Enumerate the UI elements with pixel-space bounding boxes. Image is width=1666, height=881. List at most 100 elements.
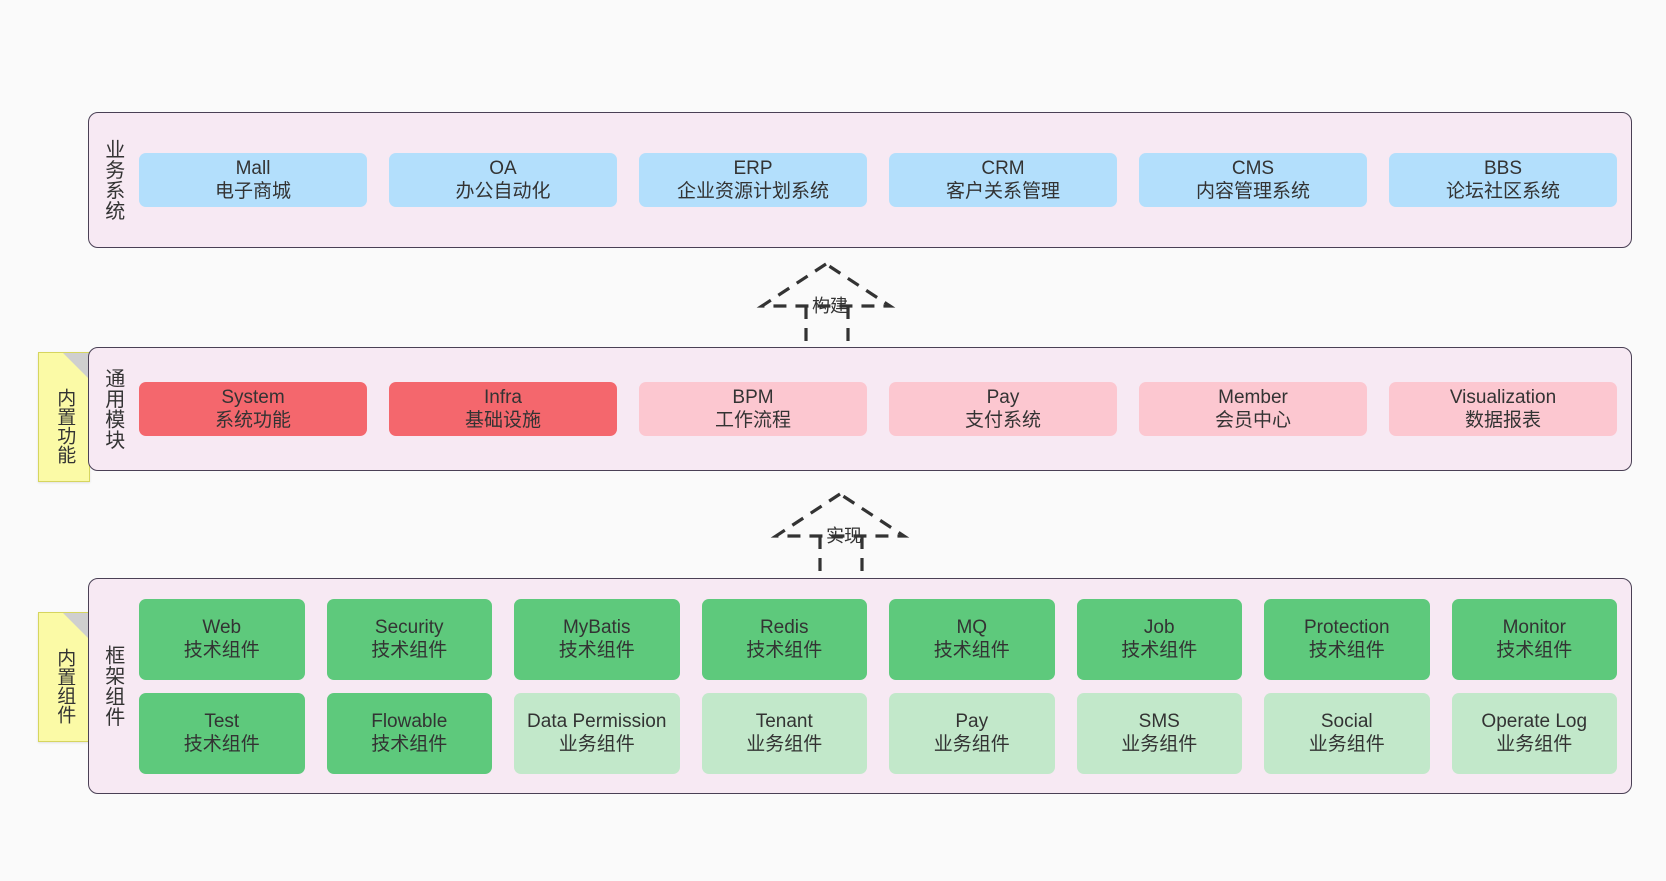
card-title-cn: 业务组件 xyxy=(558,734,635,755)
card-title-cn: 支付系统 xyxy=(964,410,1041,431)
note-fold-corner-icon xyxy=(63,613,89,639)
note-text: 内置组件 xyxy=(54,648,76,724)
card-title-en: System xyxy=(221,386,285,408)
card-infra[interactable]: Infra 基础设施 xyxy=(389,381,617,437)
card-title-cn: 技术组件 xyxy=(183,734,260,755)
card-monitor[interactable]: Monitor 技术组件 xyxy=(1451,598,1617,680)
layer-body-common-modules: System 系统功能 Infra 基础设施 BPM 工作流程 Pay 支付系统… xyxy=(135,348,1631,470)
card-tenant[interactable]: Tenant 业务组件 xyxy=(701,692,867,774)
card-title-en: CMS xyxy=(1231,157,1275,179)
card-title-cn: 业务组件 xyxy=(1121,734,1198,755)
card-title-cn: 电子商城 xyxy=(214,181,291,202)
card-test[interactable]: Test 技术组件 xyxy=(139,692,305,774)
card-title-en: Flowable xyxy=(371,710,448,732)
card-title-en: Mall xyxy=(235,157,271,179)
arrow-stem xyxy=(804,306,850,350)
card-title-en: SMS xyxy=(1138,710,1180,732)
card-web[interactable]: Web 技术组件 xyxy=(139,598,305,680)
card-sms[interactable]: SMS 业务组件 xyxy=(1076,692,1242,774)
card-system[interactable]: System 系统功能 xyxy=(139,381,367,437)
card-title-cn: 系统功能 xyxy=(214,410,291,431)
card-social[interactable]: Social 业务组件 xyxy=(1264,692,1430,774)
card-title-en: ERP xyxy=(733,157,773,179)
card-oa[interactable]: OA 办公自动化 xyxy=(389,152,617,208)
card-visualization[interactable]: Visualization 数据报表 xyxy=(1389,381,1617,437)
card-operate-log[interactable]: Operate Log 业务组件 xyxy=(1451,692,1617,774)
card-member[interactable]: Member 会员中心 xyxy=(1139,381,1367,437)
card-redis[interactable]: Redis 技术组件 xyxy=(701,598,867,680)
card-title-cn: 业务组件 xyxy=(933,734,1010,755)
card-title-cn: 客户关系管理 xyxy=(945,181,1060,202)
card-title-en: Web xyxy=(202,616,242,638)
card-title-en: Job xyxy=(1143,616,1175,638)
card-security[interactable]: Security 技术组件 xyxy=(326,598,492,680)
card-title-cn: 办公自动化 xyxy=(455,181,551,202)
card-crm[interactable]: CRM 客户关系管理 xyxy=(889,152,1117,208)
card-pay-module[interactable]: Pay 支付系统 xyxy=(889,381,1117,437)
card-title-cn: 企业资源计划系统 xyxy=(676,181,829,202)
card-mybatis[interactable]: MyBatis 技术组件 xyxy=(514,598,680,680)
card-title-cn: 技术组件 xyxy=(371,734,448,755)
card-title-en: Visualization xyxy=(1449,386,1557,408)
note-text: 内置功能 xyxy=(54,388,76,464)
card-row: System 系统功能 Infra 基础设施 BPM 工作流程 Pay 支付系统… xyxy=(139,381,1617,437)
card-title-en: MyBatis xyxy=(562,616,631,638)
card-title-cn: 技术组件 xyxy=(183,640,260,661)
card-title-en: Infra xyxy=(483,386,523,408)
card-title-cn: 数据报表 xyxy=(1464,410,1541,431)
card-job[interactable]: Job 技术组件 xyxy=(1076,598,1242,680)
card-bbs[interactable]: BBS 论坛社区系统 xyxy=(1389,152,1617,208)
card-title-en: Social xyxy=(1320,710,1373,732)
card-title-cn: 技术组件 xyxy=(746,640,823,661)
card-title-en: Tenant xyxy=(755,710,813,732)
layer-title-common-modules: 通用模块 xyxy=(101,368,124,450)
arrowhead-triangle xyxy=(756,262,896,308)
card-title-cn: 基础设施 xyxy=(464,410,541,431)
card-title-en: MQ xyxy=(956,616,988,638)
note-built-in-components: 内置组件 xyxy=(38,612,90,742)
card-title-cn: 业务组件 xyxy=(746,734,823,755)
card-title-cn: 内容管理系统 xyxy=(1195,181,1310,202)
card-title-en: Protection xyxy=(1303,616,1390,638)
layer-framework-components: 框架组件 Web 技术组件 Security 技术组件 MyBatis 技术组件… xyxy=(88,578,1632,794)
card-title-cn: 工作流程 xyxy=(714,410,791,431)
card-title-en: BPM xyxy=(732,386,774,408)
layer-body-framework-components: Web 技术组件 Security 技术组件 MyBatis 技术组件 Redi… xyxy=(135,579,1631,793)
layer-common-modules: 通用模块 System 系统功能 Infra 基础设施 BPM 工作流程 Pay… xyxy=(88,347,1632,471)
connector-build: 构建 xyxy=(756,258,906,350)
connector-implement: 实现 xyxy=(770,488,920,580)
connector-implement-label: 实现 xyxy=(826,526,862,546)
card-title-cn: 技术组件 xyxy=(371,640,448,661)
card-title-en: Data Permission xyxy=(527,710,667,732)
card-mq[interactable]: MQ 技术组件 xyxy=(889,598,1055,680)
arrow-stem xyxy=(818,536,864,580)
card-title-en: Redis xyxy=(759,616,809,638)
card-bpm[interactable]: BPM 工作流程 xyxy=(639,381,867,437)
card-flowable[interactable]: Flowable 技术组件 xyxy=(326,692,492,774)
card-title-cn: 技术组件 xyxy=(1308,640,1385,661)
card-title-cn: 技术组件 xyxy=(1496,640,1573,661)
card-row: Mall 电子商城 OA 办公自动化 ERP 企业资源计划系统 CRM 客户关系… xyxy=(139,152,1617,208)
card-protection[interactable]: Protection 技术组件 xyxy=(1264,598,1430,680)
card-title-en: BBS xyxy=(1483,157,1523,179)
layer-business-systems: 业务系统 Mall 电子商城 OA 办公自动化 ERP 企业资源计划系统 CRM… xyxy=(88,112,1632,248)
card-row: Web 技术组件 Security 技术组件 MyBatis 技术组件 Redi… xyxy=(139,598,1617,680)
card-title-en: Pay xyxy=(986,386,1020,408)
card-title-en: Security xyxy=(374,616,444,638)
card-title-cn: 论坛社区系统 xyxy=(1445,181,1560,202)
card-title-en: CRM xyxy=(981,157,1025,179)
card-title-en: Test xyxy=(204,710,240,732)
card-mall[interactable]: Mall 电子商城 xyxy=(139,152,367,208)
layer-title-business-systems: 业务系统 xyxy=(101,139,124,221)
layer-body-business-systems: Mall 电子商城 OA 办公自动化 ERP 企业资源计划系统 CRM 客户关系… xyxy=(135,113,1631,247)
card-erp[interactable]: ERP 企业资源计划系统 xyxy=(639,152,867,208)
card-title-cn: 会员中心 xyxy=(1214,410,1291,431)
card-cms[interactable]: CMS 内容管理系统 xyxy=(1139,152,1367,208)
card-title-en: Monitor xyxy=(1502,616,1566,638)
card-pay-component[interactable]: Pay 业务组件 xyxy=(889,692,1055,774)
card-title-en: Pay xyxy=(955,710,989,732)
card-title-en: Member xyxy=(1218,386,1288,408)
card-row: Test 技术组件 Flowable 技术组件 Data Permission … xyxy=(139,692,1617,774)
card-data-permission[interactable]: Data Permission 业务组件 xyxy=(514,692,680,774)
card-title-en: OA xyxy=(489,157,517,179)
